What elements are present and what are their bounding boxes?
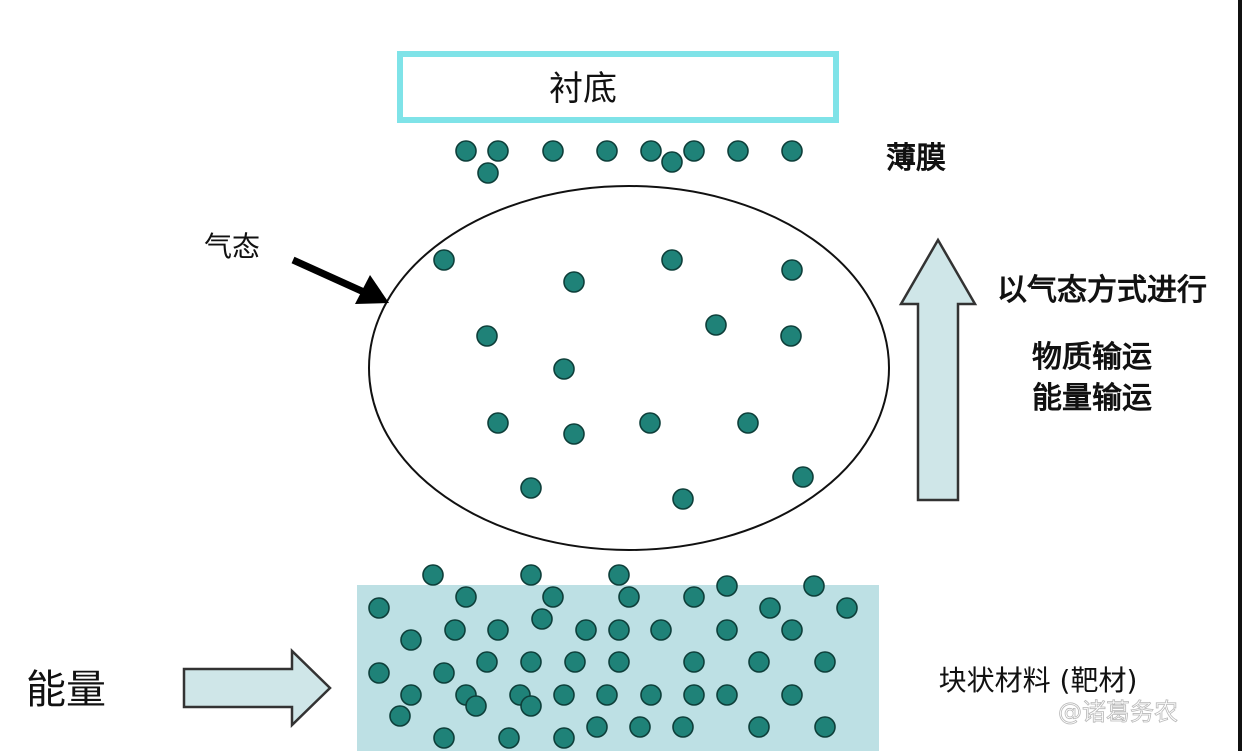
target-particle	[520, 651, 542, 673]
target-particle	[814, 716, 836, 738]
target-particle	[433, 727, 455, 749]
target-particle	[716, 575, 738, 597]
gas-particle	[639, 412, 661, 434]
film-particle	[640, 140, 662, 162]
target-particle	[716, 684, 738, 706]
energy-input-arrow	[182, 648, 332, 728]
gas-transport-label: 以气态方式进行	[997, 273, 1207, 308]
film-particle	[683, 140, 705, 162]
target-particle	[748, 716, 770, 738]
film-particles	[455, 140, 803, 184]
gas-particle	[780, 325, 802, 347]
gas-particle	[737, 412, 759, 434]
target-particle	[531, 608, 553, 630]
target-particle	[629, 716, 651, 738]
gas-particles	[433, 249, 814, 510]
target-particle	[683, 684, 705, 706]
gas-particle	[781, 259, 803, 281]
target-particle	[498, 727, 520, 749]
film-particle	[596, 140, 618, 162]
target-particle	[836, 597, 858, 619]
target-particle	[748, 651, 770, 673]
target-particle	[487, 619, 509, 641]
film-particle	[487, 140, 509, 162]
target-particle	[422, 564, 444, 586]
target-particle	[553, 727, 575, 749]
target-particle	[564, 651, 586, 673]
target-particle	[683, 651, 705, 673]
up-transport-arrow	[898, 237, 978, 502]
target-particle	[389, 705, 411, 727]
thin-film-label: 薄膜	[886, 141, 946, 176]
target-particle	[596, 684, 618, 706]
film-particle	[477, 162, 499, 184]
target-particle	[586, 716, 608, 738]
target-particle	[716, 619, 738, 641]
right-edge-bar	[1238, 0, 1242, 751]
target-particle	[520, 695, 542, 717]
target-particle	[640, 684, 662, 706]
target-particle	[400, 629, 422, 651]
gas-particle	[433, 249, 455, 271]
gas-particle	[705, 314, 727, 336]
target-particle	[781, 684, 803, 706]
gas-particle	[563, 271, 585, 293]
gas-state-label: 气态	[204, 230, 260, 263]
substrate-label: 衬底	[549, 69, 617, 109]
target-particle	[618, 586, 640, 608]
target-particle	[683, 586, 705, 608]
gas-particle	[476, 325, 498, 347]
target-particle	[542, 586, 564, 608]
substrate-box	[397, 51, 839, 123]
film-particle	[455, 140, 477, 162]
target-particle	[672, 716, 694, 738]
target-particle	[575, 619, 597, 641]
mass-transport-label: 物质输运	[1032, 340, 1152, 375]
target-particle	[608, 564, 630, 586]
gas-particle	[553, 358, 575, 380]
energy-transport-label: 能量输运	[1032, 381, 1152, 416]
gas-phase-ellipse	[368, 185, 890, 551]
film-particle	[661, 151, 683, 173]
target-particle	[608, 619, 630, 641]
target-particle	[433, 662, 455, 684]
target-particle	[520, 564, 542, 586]
watermark: @诸葛务农	[1058, 698, 1178, 726]
target-particle	[444, 619, 466, 641]
target-particle	[608, 651, 630, 673]
film-particle	[781, 140, 803, 162]
gas-particle	[563, 423, 585, 445]
target-particle	[465, 695, 487, 717]
target-particle	[476, 651, 498, 673]
gas-particle	[520, 477, 542, 499]
target-particle	[400, 684, 422, 706]
target-label: 块状材料 (靶材)	[939, 664, 1138, 697]
target-particle	[759, 597, 781, 619]
gas-particle	[792, 466, 814, 488]
target-particles	[368, 564, 858, 749]
target-particle	[814, 651, 836, 673]
gas-pointer-arrow	[291, 256, 389, 304]
target-particle	[650, 619, 672, 641]
gas-particle	[487, 412, 509, 434]
target-particle	[368, 597, 390, 619]
film-particle	[542, 140, 564, 162]
gas-particle	[672, 488, 694, 510]
target-particle	[368, 662, 390, 684]
target-particle	[553, 684, 575, 706]
film-particle	[727, 140, 749, 162]
target-particle	[803, 575, 825, 597]
target-particle	[781, 619, 803, 641]
target-particle	[455, 586, 477, 608]
gas-particle	[661, 249, 683, 271]
energy-label: 能量	[26, 667, 106, 713]
